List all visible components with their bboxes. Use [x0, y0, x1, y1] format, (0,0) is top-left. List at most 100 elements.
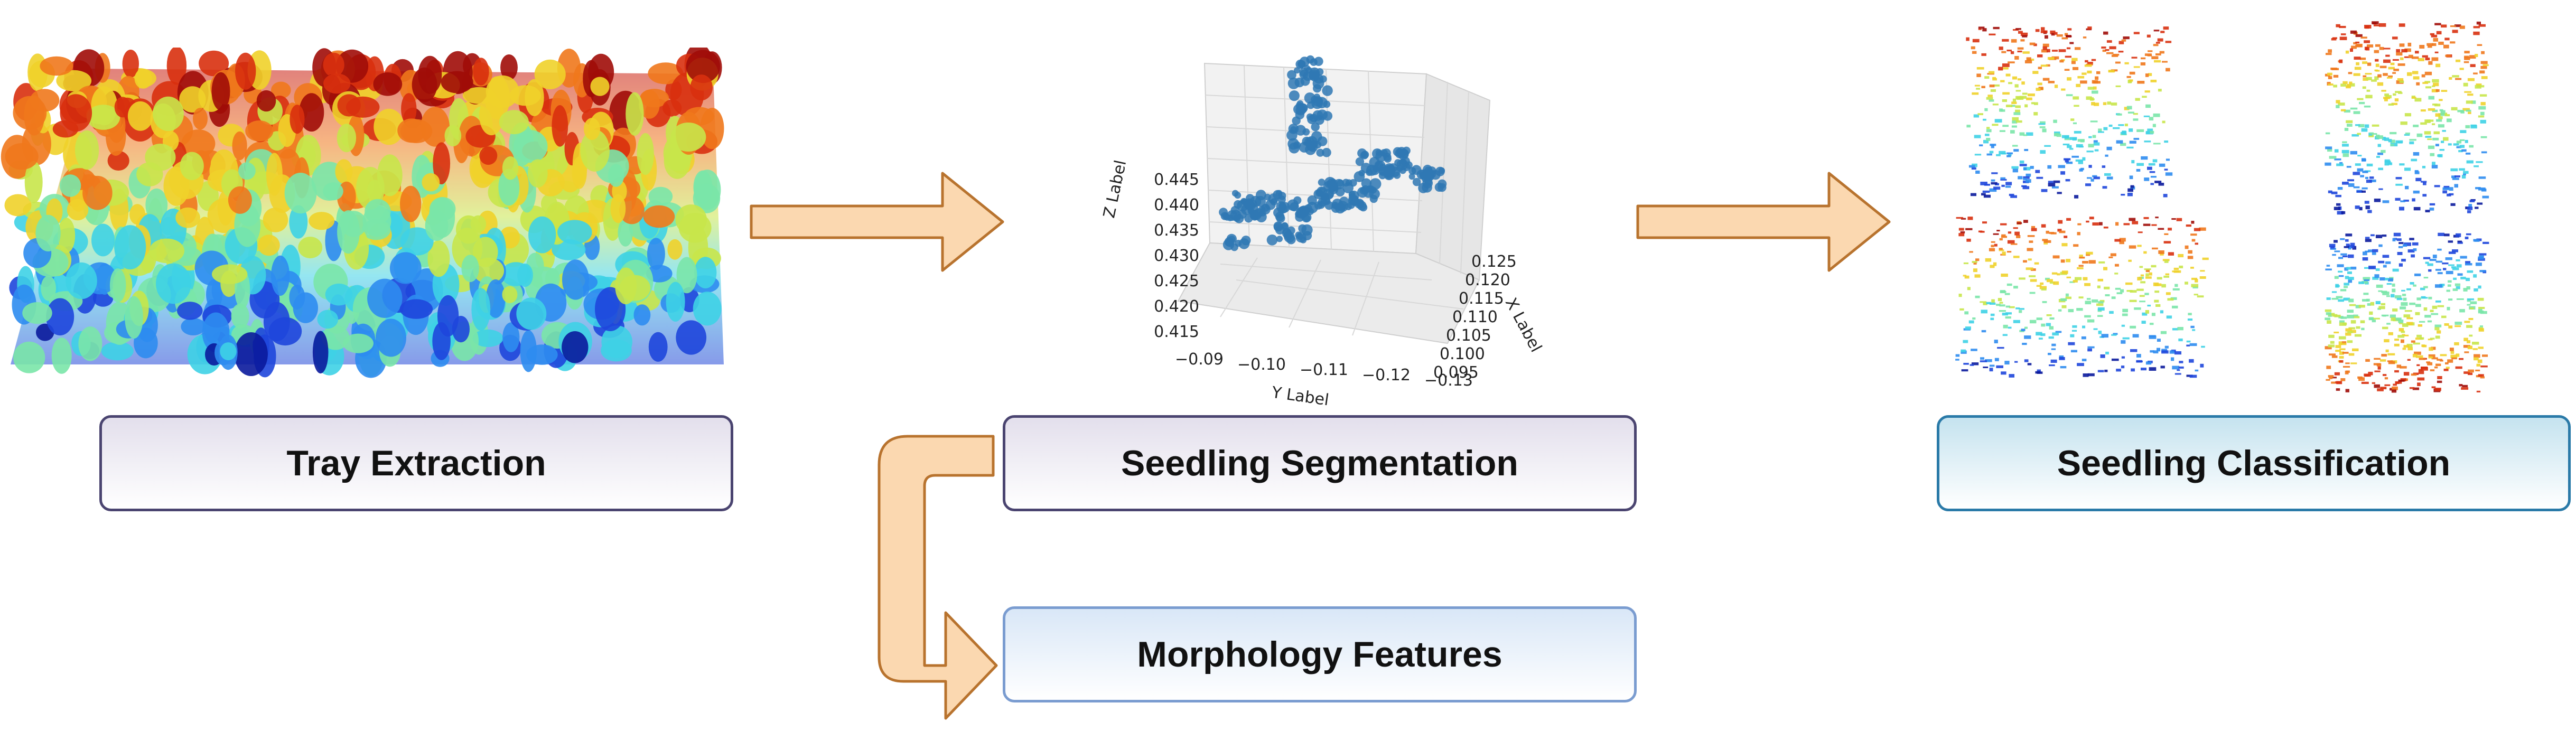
- classified-point: [2065, 293, 2069, 297]
- classified-point: [2340, 253, 2347, 256]
- classified-point: [2080, 80, 2087, 84]
- classified-point: [2087, 373, 2095, 377]
- classified-point: [2190, 267, 2194, 269]
- scatter-point: [1287, 199, 1299, 211]
- classified-point: [2134, 307, 2141, 310]
- classified-point: [2115, 61, 2121, 64]
- classified-point: [2454, 322, 2462, 325]
- classified-point: [2403, 297, 2407, 301]
- tray-point: [51, 338, 72, 374]
- classified-point: [2006, 155, 2011, 157]
- classified-point: [2348, 247, 2351, 250]
- classified-point: [2055, 331, 2062, 333]
- classified-point: [2042, 301, 2047, 303]
- classified-point: [2335, 285, 2340, 287]
- classified-point: [2185, 282, 2188, 285]
- classified-point: [2042, 239, 2048, 241]
- classified-point: [2054, 85, 2058, 88]
- classified-point: [2391, 294, 2395, 298]
- classified-point: [2475, 207, 2479, 209]
- classified-point: [2438, 113, 2445, 116]
- classified-point: [2019, 160, 2024, 164]
- z-tick-label: 0.440: [1154, 196, 1199, 214]
- scatter-point: [1230, 210, 1242, 221]
- tray-point: [145, 188, 168, 222]
- tray-point: [362, 219, 391, 240]
- classified-point: [2155, 304, 2161, 307]
- classified-point: [2108, 70, 2115, 73]
- classified-point: [2376, 134, 2380, 138]
- classified-point: [2435, 89, 2440, 92]
- classified-point: [1982, 221, 1987, 224]
- classified-point: [1986, 97, 1993, 100]
- classified-point: [2051, 33, 2055, 36]
- classified-point: [2428, 61, 2433, 65]
- classified-point: [2088, 260, 2096, 264]
- classified-point: [2036, 285, 2042, 287]
- classified-point: [2402, 323, 2409, 327]
- classified-point: [2082, 359, 2087, 361]
- classified-point: [2083, 277, 2088, 280]
- classified-point: [2144, 293, 2149, 295]
- classified-point: [2398, 242, 2404, 245]
- classified-point: [2335, 194, 2341, 198]
- classified-point: [2010, 195, 2017, 198]
- classified-point: [2325, 346, 2332, 350]
- tray-point: [479, 146, 498, 165]
- classified-point: [2337, 187, 2343, 190]
- classified-point: [2200, 363, 2204, 368]
- classified-point: [2153, 350, 2159, 354]
- classified-point: [2404, 310, 2412, 312]
- classified-point: [1986, 127, 1990, 129]
- classified-point: [2422, 82, 2429, 84]
- classified-point: [2375, 235, 2383, 238]
- classified-point: [2098, 131, 2104, 133]
- classified-point: [2012, 145, 2018, 147]
- classified-point: [2129, 79, 2133, 82]
- classified-point: [2014, 361, 2018, 363]
- classified-point: [1983, 302, 1987, 305]
- classified-point: [2421, 367, 2428, 369]
- classified-point: [2024, 104, 2028, 108]
- classified-point: [2173, 270, 2181, 273]
- classified-point: [2477, 359, 2482, 363]
- tray-point: [615, 267, 637, 305]
- tray-point: [473, 257, 505, 284]
- classified-point: [2461, 149, 2467, 152]
- tray-point: [441, 71, 473, 93]
- x-tick-label: 0.095: [1433, 363, 1479, 382]
- classified-point: [2438, 232, 2444, 236]
- tray-point-cloud-image: [1, 48, 724, 378]
- classified-point: [2408, 54, 2413, 59]
- classified-point: [2082, 325, 2086, 329]
- classified-point: [1971, 46, 1975, 50]
- classified-point: [2464, 57, 2470, 60]
- classified-point: [2106, 52, 2114, 54]
- tray-point: [374, 108, 405, 145]
- classified-point: [2015, 109, 2020, 113]
- classified-point: [2186, 374, 2193, 377]
- classified-point: [2388, 139, 2392, 143]
- classified-point: [2413, 125, 2419, 127]
- classified-point: [2158, 228, 2164, 230]
- classified-point: [2145, 132, 2150, 134]
- classified-point: [2001, 234, 2006, 237]
- classified-point: [2038, 123, 2046, 125]
- classified-point: [2030, 268, 2036, 271]
- classified-point: [2105, 294, 2110, 296]
- classified-point: [2463, 371, 2470, 374]
- classified-point: [2086, 96, 2092, 100]
- classified-point: [2459, 384, 2463, 387]
- classified-point: [2465, 237, 2469, 239]
- classified-point: [2059, 230, 2066, 233]
- classified-point: [2084, 315, 2091, 318]
- classified-point: [2473, 26, 2480, 29]
- classified-point: [1994, 243, 1998, 247]
- classified-point: [1966, 238, 1971, 242]
- classified-point: [2041, 189, 2048, 192]
- scatter-point: [1314, 201, 1323, 210]
- classified-point: [2005, 305, 2010, 308]
- classified-point: [2333, 85, 2337, 88]
- classified-point: [2051, 186, 2059, 189]
- classified-point: [2002, 39, 2009, 42]
